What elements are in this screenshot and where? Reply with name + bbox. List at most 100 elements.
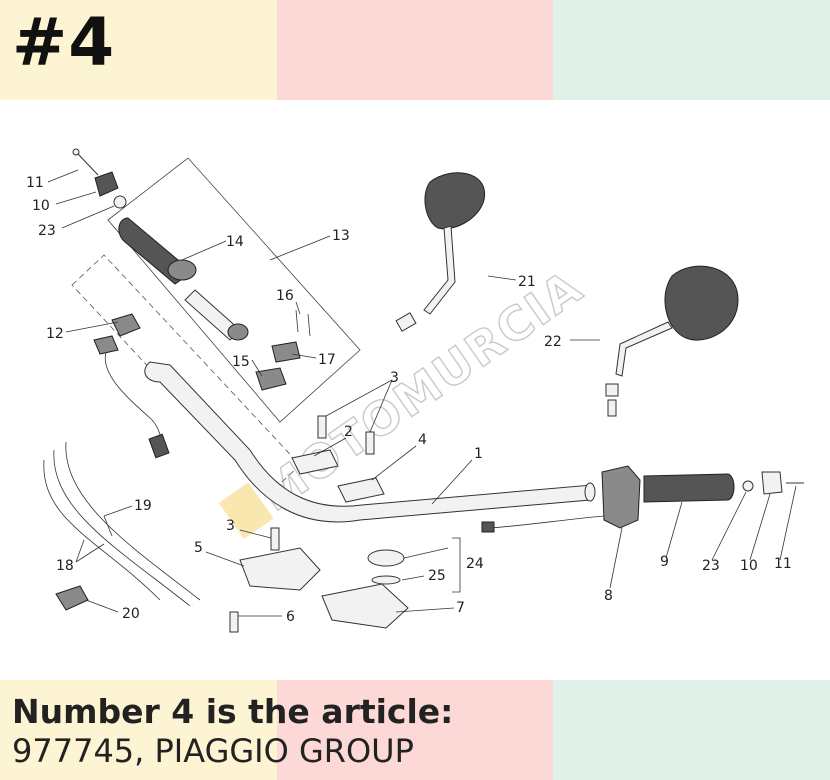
callout-11-right: 11 (774, 556, 792, 572)
leader-15 (251, 359, 263, 377)
leader-9 (665, 501, 683, 559)
left-mirror-head (424, 172, 485, 230)
right-switch-connector (481, 521, 495, 533)
callout-labels: 11 10 23 14 13 12 16 17 15 21 22 3 2 4 1… (26, 175, 792, 625)
left-end-screw (77, 153, 99, 176)
leader-3-lower (239, 529, 272, 539)
callout-15: 15 (232, 354, 250, 370)
callout-18: 18 (56, 558, 74, 574)
leader-10-right (749, 493, 771, 561)
left-end-spacer (113, 195, 127, 209)
callout-10-left: 10 (32, 198, 50, 214)
leader-lines (47, 169, 797, 617)
switch-wire (104, 351, 163, 441)
callout-5: 5 (194, 540, 203, 556)
right-end-weight (761, 471, 783, 495)
leader-19-a (103, 505, 133, 517)
band-segment-pink (276, 680, 554, 780)
leader-3-upper-b (369, 379, 393, 433)
callout-24: 24 (466, 556, 484, 572)
watermark-logo-mark (218, 482, 274, 540)
leader-24-top (403, 547, 449, 559)
riser-right (321, 583, 409, 629)
leader-13 (269, 235, 331, 261)
leader-16 (295, 301, 301, 315)
left-end-weight (94, 171, 119, 197)
housing-screw-a (295, 309, 299, 333)
cable-clip-lower (93, 335, 119, 355)
upper-clamp-right (337, 477, 385, 503)
leader-14 (181, 240, 227, 261)
bottom-color-band (0, 680, 830, 780)
right-switch-wire (489, 515, 605, 529)
bracket-24 (452, 537, 461, 593)
right-switch-housing (601, 465, 641, 529)
callout-17: 17 (318, 352, 336, 368)
band-segment-yellow (0, 0, 277, 100)
callout-21: 21 (518, 274, 536, 290)
callout-8: 8 (604, 588, 613, 604)
callout-3-lower: 3 (226, 518, 235, 534)
grip-kit-frame (107, 157, 361, 423)
callout-16: 16 (276, 288, 294, 304)
leader-1 (431, 459, 473, 505)
leader-3-upper-a (325, 379, 393, 417)
callout-19: 19 (134, 498, 152, 514)
article-caption-detail: 977745, PIAGGIO GROUP (12, 732, 414, 770)
leader-10-left (55, 191, 97, 205)
right-end-spacer (742, 480, 754, 492)
callout-6: 6 (286, 609, 295, 625)
callout-12: 12 (46, 326, 64, 342)
throttle-tube-ring (227, 323, 249, 341)
callout-22: 22 (544, 334, 562, 350)
left-mirror-adapter (395, 312, 417, 332)
wire-connector (148, 433, 170, 459)
callout-14: 14 (226, 234, 244, 250)
callout-4: 4 (418, 432, 427, 448)
right-mirror-head (664, 265, 739, 341)
band-segment-yellow (0, 680, 277, 780)
leader-11-left (47, 169, 79, 183)
band-segment-pink (276, 0, 554, 100)
callout-23-right: 23 (702, 558, 720, 574)
leader-18-a (75, 543, 105, 563)
callout-7: 7 (456, 600, 465, 616)
clamp-bolt-b (365, 431, 375, 455)
riser-bushing (367, 549, 405, 567)
handlebar (144, 361, 593, 523)
item-number-badge: #4 (12, 4, 116, 81)
leader-21 (487, 275, 517, 281)
callout-13: 13 (332, 228, 350, 244)
leader-2 (313, 437, 347, 457)
riser-left (239, 547, 321, 591)
throttle-tube (184, 289, 241, 341)
cable-bracket (55, 585, 89, 611)
leader-11-right (779, 485, 797, 561)
watermark-text: MOTOMURCIA (250, 259, 593, 521)
callout-3-upper: 3 (390, 370, 399, 386)
exploded-parts-diagram: MOTOMURCIA (26, 148, 804, 633)
cable-clip-upper (111, 313, 141, 337)
leader-12 (65, 321, 119, 333)
leader-4 (371, 445, 417, 481)
left-grip-flange (167, 259, 197, 281)
callout-10-right: 10 (740, 558, 758, 574)
right-mirror-bolt (607, 399, 617, 417)
clamp-bolt-c (270, 527, 280, 551)
leader-17 (291, 353, 317, 359)
callout-2: 2 (344, 424, 353, 440)
article-caption-heading: Number 4 is the article: (12, 692, 454, 731)
clamp-bolt-a (317, 415, 327, 439)
callout-9: 9 (660, 554, 669, 570)
throttle-housing-lower (255, 367, 287, 391)
left-mirror-stem (423, 225, 456, 315)
upper-clamp-left (291, 449, 339, 475)
right-mirror-adapter (605, 383, 619, 397)
top-color-band (0, 0, 830, 100)
band-segment-green (553, 0, 830, 100)
band-segment-green (553, 680, 830, 780)
callout-23-left: 23 (38, 223, 56, 239)
leader-23-right (711, 491, 747, 561)
leader-20 (85, 599, 119, 613)
callout-25: 25 (428, 568, 446, 584)
